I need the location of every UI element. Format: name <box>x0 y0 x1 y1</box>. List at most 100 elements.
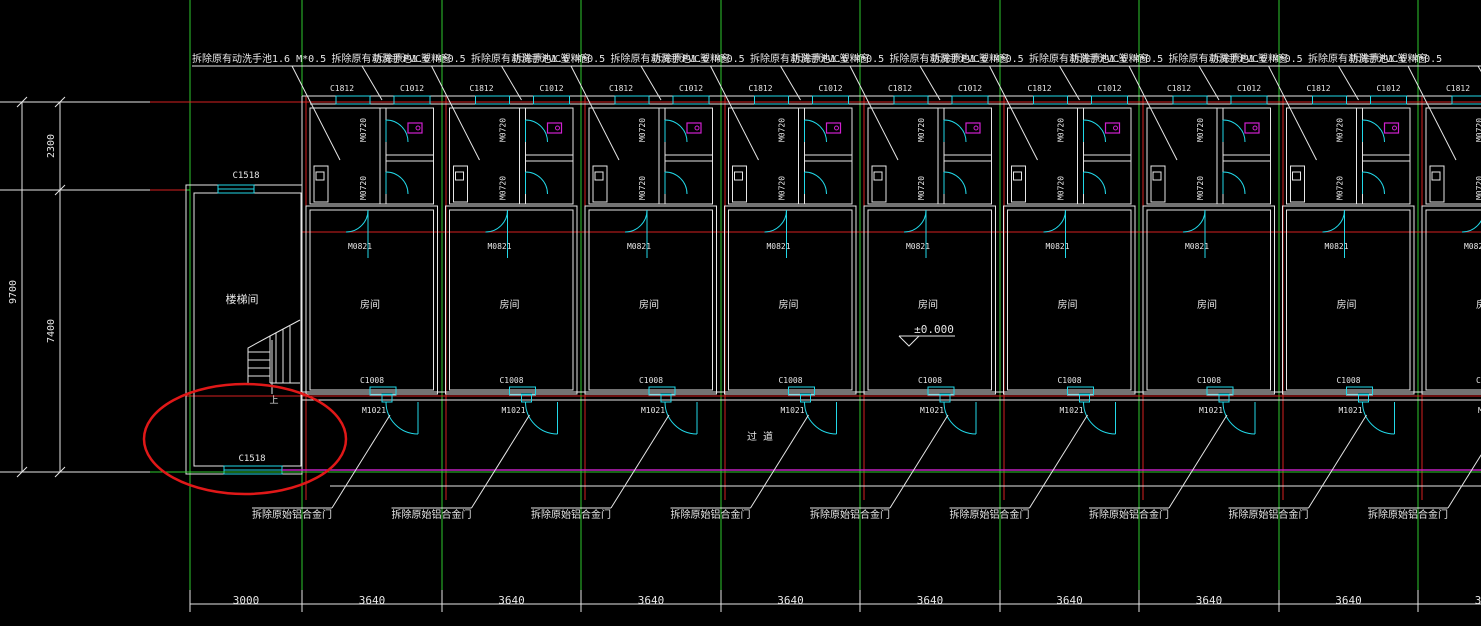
wc-window-label: C1812 <box>330 84 354 93</box>
back-window-label: C1008 <box>778 376 802 385</box>
entry-door-swing <box>664 401 698 435</box>
entry-note-leader <box>471 414 530 509</box>
shower-window-label: C1012 <box>1376 84 1400 93</box>
wc-door-swing <box>525 119 548 143</box>
service-area-outline <box>1425 107 1481 205</box>
bottom-dimension-chain: 3000364036403640364036403640364036403640 <box>189 590 1481 612</box>
wc-door-label: M0720 <box>1475 118 1481 142</box>
stair-window-top-label: C1518 <box>232 171 259 181</box>
back-window-wc <box>335 95 371 105</box>
wash-basin <box>1290 165 1305 203</box>
back-window-wc <box>893 95 929 105</box>
top-note-window: 拆除原PVC塑料窗 <box>1071 52 1149 65</box>
entry-note-leader <box>610 414 670 509</box>
wc-door-label: M0720 <box>1196 118 1205 142</box>
top-note-basin: 拆除原有动洗手池1.6 M*0.5 <box>611 52 745 65</box>
room-door-label: M0821 <box>627 242 651 251</box>
back-window-wc <box>754 95 789 105</box>
entry-note-leader <box>1308 414 1367 509</box>
room-label: 房间 <box>1197 298 1217 311</box>
top-note-basin: 拆除原有动洗手池1.6 M*0.5 <box>332 52 466 65</box>
top-note-window: 拆除原PVC塑料窗 <box>373 52 451 65</box>
back-window-wc <box>1172 95 1208 105</box>
toilet-fixture-bowl <box>555 125 560 131</box>
room-label: 房间 <box>1058 298 1078 311</box>
entry-door-label: M1021 <box>780 406 804 415</box>
wash-basin-bowl <box>594 171 604 181</box>
stair-treads <box>247 319 301 384</box>
top-note-leader <box>1198 65 1220 101</box>
corridor-label: 过 道 <box>747 430 773 443</box>
top-note-leader <box>361 65 383 101</box>
room-label: 房间 <box>639 298 659 311</box>
shower-door-swing <box>804 171 827 195</box>
toilet-fixture-bowl <box>415 125 421 131</box>
wash-basin <box>313 165 329 203</box>
back-window-shower <box>393 95 431 105</box>
shower-door-label: M0720 <box>778 176 787 200</box>
top-note-leader <box>710 65 759 161</box>
stair-room-label: 楼梯间 <box>226 292 259 306</box>
entry-door-frame <box>1218 393 1230 403</box>
wc-door-label: M0720 <box>499 118 508 142</box>
entry-door-swing <box>1222 401 1256 435</box>
entry-door-swing <box>943 401 977 435</box>
back-window-label: C1008 <box>360 376 384 385</box>
entry-door-label: M1021 <box>1059 406 1083 415</box>
top-note-window: 拆除原PVC塑料窗 <box>652 52 730 65</box>
bottom-dim-label: 3640 <box>638 594 665 607</box>
wash-basin-bowl <box>1292 171 1301 181</box>
room-outline <box>728 209 853 391</box>
room-label: 房间 <box>779 298 799 311</box>
entry-door-swing <box>385 401 419 435</box>
room-door-label: M0821 <box>487 242 511 251</box>
wash-basin-bowl <box>1431 171 1441 181</box>
entry-note-label: 拆除原始铝合金门 <box>1368 508 1448 521</box>
shower-door-swing <box>1083 171 1106 195</box>
entry-note-leader <box>1168 414 1228 509</box>
back-window-wc <box>1451 95 1481 105</box>
room-outline <box>867 209 992 391</box>
room-label: 房间 <box>360 298 380 311</box>
wc-door-label: M0720 <box>638 118 647 142</box>
wash-basin <box>1429 165 1445 203</box>
room-back-window <box>509 386 536 396</box>
room-door-label: M0821 <box>766 242 790 251</box>
wc-door-swing <box>1362 119 1385 143</box>
room-outer-wall <box>445 205 578 395</box>
entry-door-label: M1021 <box>1199 406 1223 415</box>
top-note-basin: 拆除原有动洗手池1.6 M*0.5 <box>1169 52 1303 65</box>
room-door-label: M0821 <box>1045 242 1069 251</box>
room-outer-wall <box>1142 205 1275 395</box>
top-note-window: 拆除原PVC塑料窗 <box>1210 52 1288 65</box>
toilet-fixture-bowl <box>1252 125 1258 131</box>
top-note-basin: 拆除原有动洗手池1.6 M*0.5 <box>471 52 605 65</box>
wash-basin <box>1150 165 1166 203</box>
top-note-leader <box>849 65 899 161</box>
room-label: 房间 <box>500 298 520 311</box>
shower-door-label: M0720 <box>359 176 368 200</box>
entry-door-swing <box>804 401 837 435</box>
toilet-fixture-bowl <box>973 125 979 131</box>
shower-window-label: C1012 <box>400 84 424 93</box>
service-area-outline <box>309 107 434 205</box>
bottom-dim-label: 3640 <box>1056 594 1083 607</box>
toilet-fixture-icon <box>825 122 842 134</box>
shower-door-swing <box>943 171 967 195</box>
room-door-label: M0821 <box>1324 242 1348 251</box>
entry-note-leader <box>1447 454 1481 509</box>
entry-door-frame <box>939 393 951 403</box>
wc-window-label: C1812 <box>1306 84 1330 93</box>
room-back-window <box>1067 386 1094 396</box>
top-note-basin: 拆除原有动洗手池1.6 M*0.5 <box>750 52 884 65</box>
room-outline <box>449 209 574 391</box>
room-outline <box>588 209 713 391</box>
back-window-label: C1008 <box>639 376 663 385</box>
toilet-fixture-bowl <box>694 125 700 131</box>
stairwell: 楼梯间 上 C1518 C1518 <box>185 171 303 475</box>
bay: C1812C1012M0720M0720M0821房间C1008M1021拆除原… <box>1368 84 1481 521</box>
